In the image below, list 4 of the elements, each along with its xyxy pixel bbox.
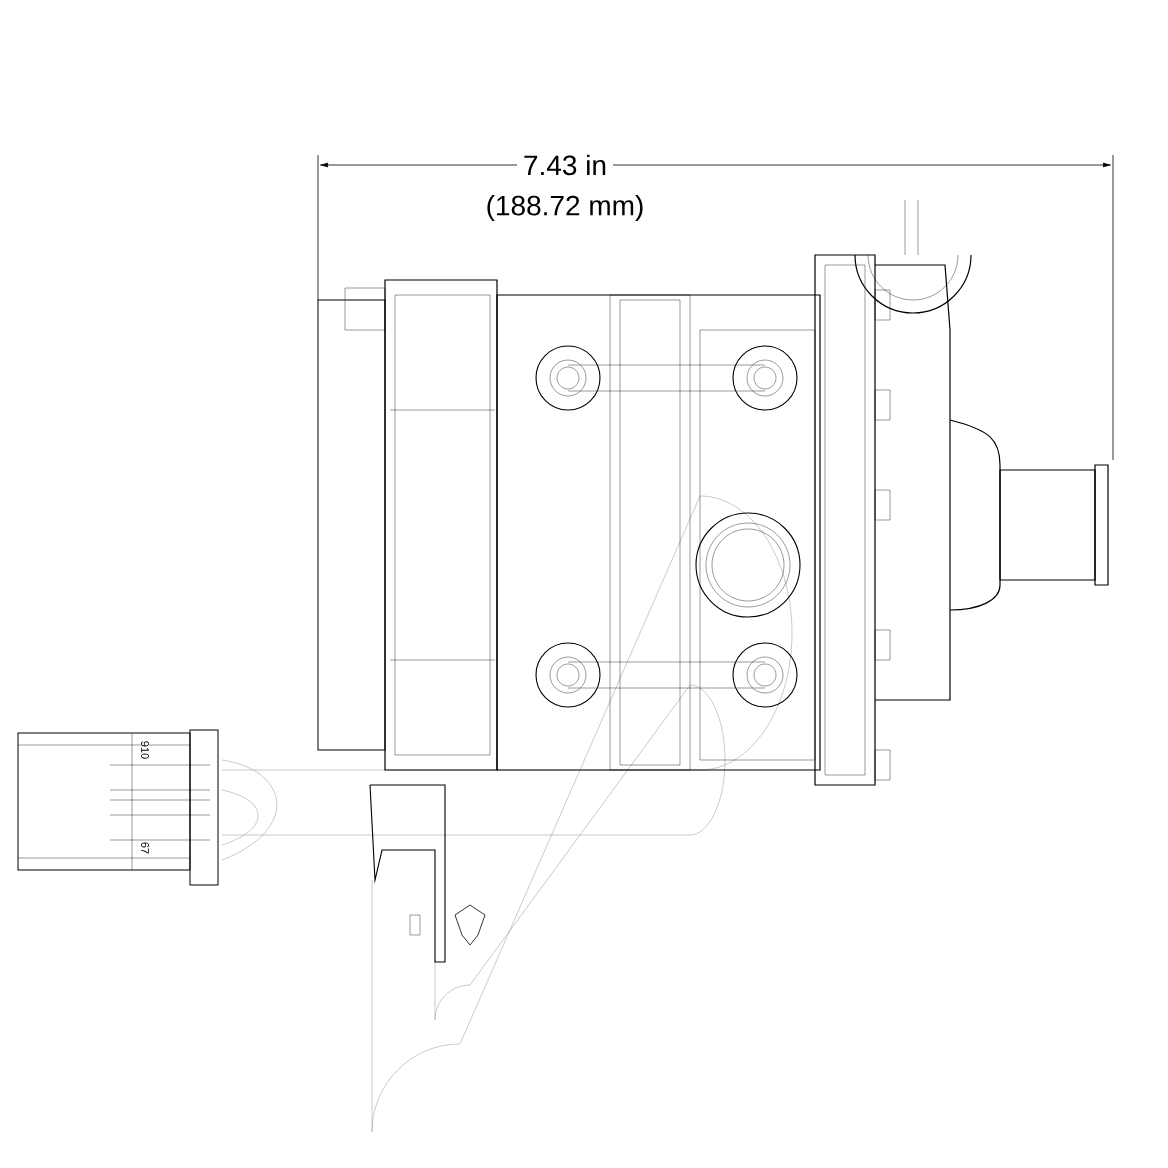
pin-number: 67 xyxy=(141,841,149,855)
dimension-label: (188.72 mm) xyxy=(479,188,651,228)
dimension-label: 7.43 in xyxy=(516,148,614,182)
pin-number: 910 xyxy=(141,740,149,760)
